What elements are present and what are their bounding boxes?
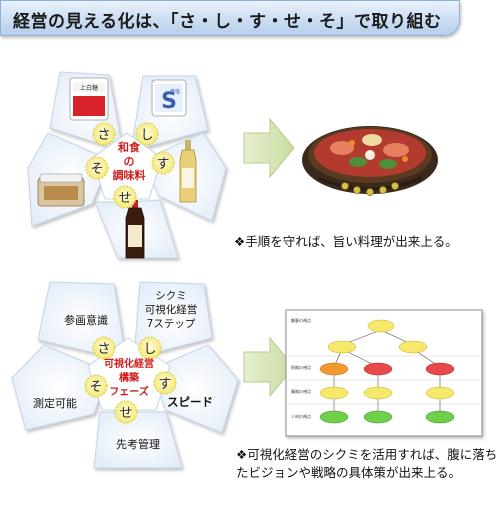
svg-text:そ: そ <box>90 162 103 177</box>
caption-visualization: ❖可視化経営のシクミを活用すれば、腹に落ちたビジョンや戦略の具体策が出来上る。 <box>236 447 498 480</box>
page-title: 経営の見える化は、「さ・し・す・せ・そ」で取り組む <box>13 12 442 32</box>
svg-text:す: す <box>158 377 171 392</box>
svg-text:せ: せ <box>119 406 132 421</box>
letter-sa-bottom: さ <box>92 336 116 360</box>
petal-speed-label: スピード <box>167 395 213 409</box>
petal-measurable <box>11 344 109 431</box>
letter-so-bottom: そ <box>84 374 108 398</box>
miso-tub-icon <box>37 173 85 207</box>
svg-text:せ: せ <box>118 191 131 206</box>
center-label-line1: 和食 <box>118 140 141 154</box>
center-label-line3: 調味料 <box>113 168 146 182</box>
petal-mechanism-line3: 7ステップ <box>147 318 196 330</box>
petal-advance-management <box>93 411 183 469</box>
letter-so-top: そ <box>85 156 109 180</box>
letter-sa-top: さ <box>92 122 116 146</box>
arrow-bottom <box>243 336 295 398</box>
letter-shi-top: し <box>135 122 159 146</box>
title-bar: 経営の見える化は、「さ・し・す・せ・そ」で取り組む <box>0 0 460 36</box>
petal-speed <box>149 344 239 434</box>
sugar-label: 上白糖 <box>80 84 98 92</box>
svg-text:さ: さ <box>97 128 110 143</box>
strategy-row-4: 人材の視点 <box>291 413 311 419</box>
letter-se-top: せ <box>113 185 137 209</box>
petal-participation-label: 参画意識 <box>64 313 108 327</box>
svg-text:す: す <box>156 157 169 172</box>
svg-text:し: し <box>140 128 153 143</box>
salt-icon: S 食塩 <box>151 79 187 117</box>
strategy-row-2: 財務の視点 <box>291 364 311 370</box>
letter-shi-bottom: し <box>138 336 162 360</box>
svg-text:そ: そ <box>89 380 102 395</box>
caption-cooking: ❖手順を守れば、旨い料理が出来上る。 <box>234 234 458 249</box>
sugar-icon: 上白糖 <box>69 77 109 121</box>
letter-su-top: す <box>151 151 175 175</box>
petal-mechanism-line1: シクミ <box>155 290 187 302</box>
center-bottom-line2: 構築 <box>119 371 140 384</box>
svg-text:S: S <box>161 89 177 114</box>
sukiyaki-pot-image <box>302 126 438 196</box>
center-bottom-line1: 可視化経営 <box>104 357 154 370</box>
center-label-line2: の <box>124 155 135 168</box>
svg-text:さ: さ <box>97 342 110 357</box>
petal-mechanism-line2: 可視化経営 <box>145 303 198 316</box>
letter-se-bottom: せ <box>114 400 138 424</box>
petal-advance-label: 先考管理 <box>116 437 160 451</box>
letter-su-bottom: す <box>153 371 177 395</box>
mirin-bottle-icon <box>179 140 197 203</box>
soysauce-bottle-icon <box>125 200 145 259</box>
salt-label: 食塩 <box>170 88 180 95</box>
svg-text:し: し <box>143 342 156 357</box>
strategy-map-image: 顧客の視点 財務の視点 業務の視点 人材の視点 <box>285 309 483 437</box>
center-bottom-line3: フェーズ <box>109 385 149 398</box>
petal-measurable-label: 測定可能 <box>33 396 77 410</box>
strategy-row-3: 業務の視点 <box>291 388 311 394</box>
strategy-row-1: 顧客の視点 <box>291 317 311 323</box>
arrow-top <box>243 117 295 179</box>
